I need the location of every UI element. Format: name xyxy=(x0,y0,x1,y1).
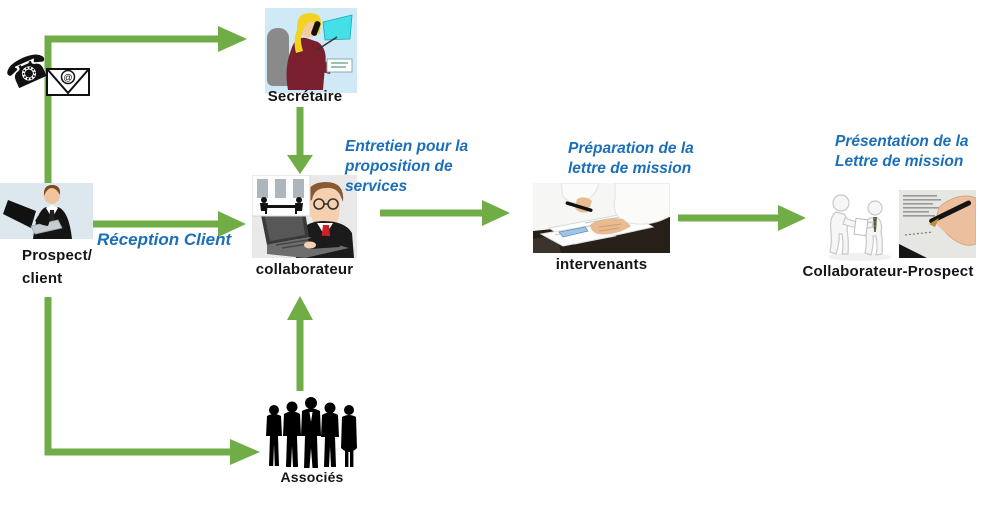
annotation-presentation: Présentation de la Lettre de mission xyxy=(835,132,969,172)
meeting-room-inset xyxy=(252,175,311,217)
annotation-line: Préparation de la xyxy=(568,140,694,157)
intervenants-illustration xyxy=(533,183,670,253)
annotation-line: proposition de xyxy=(345,158,453,175)
arrow-channels-to-secretaire xyxy=(44,35,220,184)
arrowhead xyxy=(218,211,246,237)
prospect-label-line2: client xyxy=(22,270,63,287)
collaborateur-label: collaborateur xyxy=(255,261,354,278)
annotation-line: Présentation de la xyxy=(835,133,969,150)
annotation-entretien: Entretien pour la proposition de service… xyxy=(345,137,468,197)
associes-silhouettes-illustration xyxy=(266,397,357,468)
signing-hand-illustration xyxy=(899,190,976,258)
arrowhead xyxy=(287,296,313,320)
annotation-line: lettre de mission xyxy=(568,160,692,177)
email-icon: @ xyxy=(46,68,90,96)
arrowhead xyxy=(482,200,510,226)
secretary-illustration xyxy=(265,8,357,93)
prospect-label: Prospect/ client xyxy=(22,244,92,290)
intervenants-label: intervenants xyxy=(555,256,648,273)
annotation-line: services xyxy=(345,178,408,195)
associes-label: Associés xyxy=(280,469,344,485)
arrowhead xyxy=(778,205,806,231)
annotation-line: Entretien pour la xyxy=(345,138,469,155)
arrowhead xyxy=(287,155,313,174)
at-symbol: @ xyxy=(63,73,72,83)
annotation-reception-client: Réception Client xyxy=(97,230,232,249)
prospect-label-line1: Prospect/ xyxy=(22,247,93,264)
secretaire-label: Secrétaire xyxy=(267,88,343,105)
collaborateur-prospect-label: Collaborateur-Prospect xyxy=(802,263,974,280)
annotation-line: Lettre de mission xyxy=(835,153,964,170)
collaborateur-illustration xyxy=(252,175,357,258)
prospect-illustration xyxy=(0,183,93,239)
arrowhead xyxy=(218,26,247,52)
arrow-prospect-to-associes xyxy=(44,297,232,456)
handshake-figures-illustration xyxy=(828,194,892,261)
annotation-preparation: Préparation de la lettre de mission xyxy=(568,139,694,179)
arrowhead xyxy=(230,439,260,465)
